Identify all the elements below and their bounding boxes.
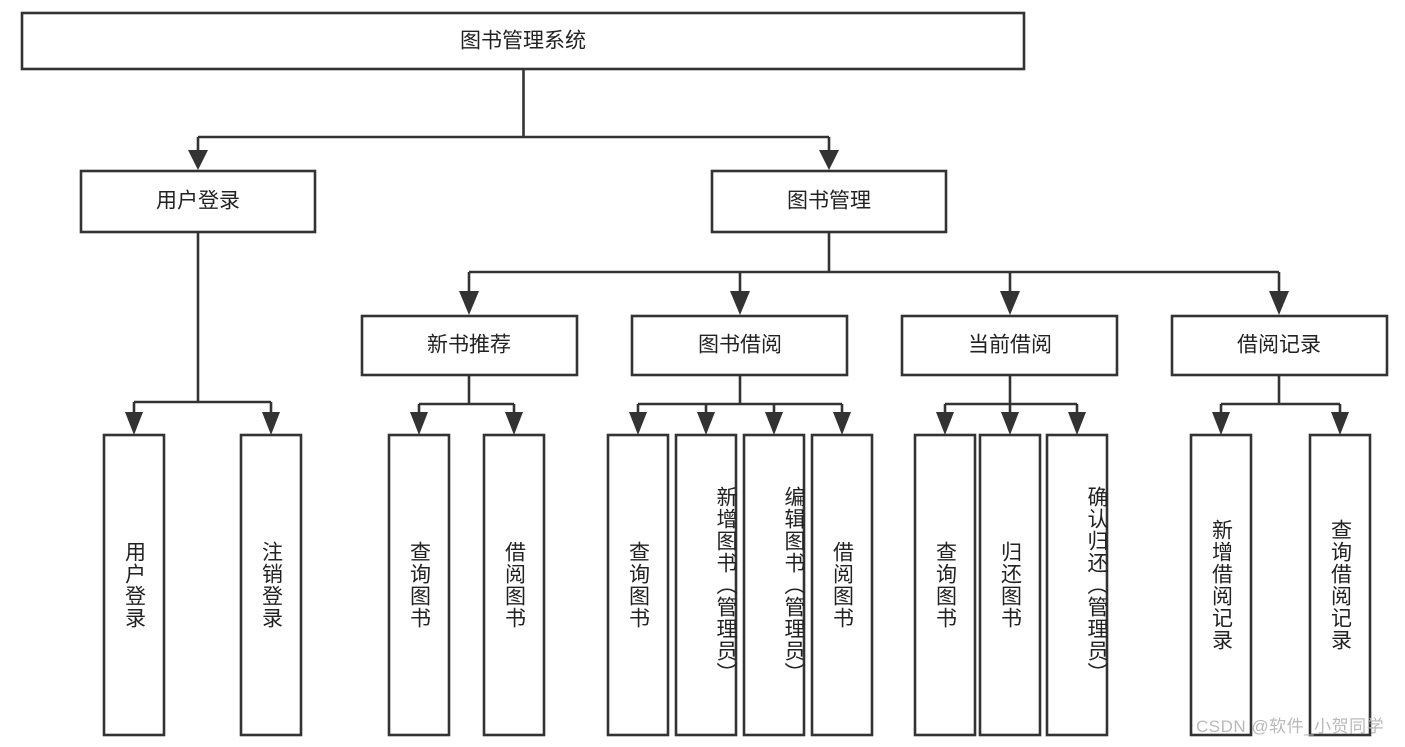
leaf-box-bookborrow-query-book[interactable]	[606, 433, 670, 737]
node-current-borrow[interactable]	[900, 314, 1119, 377]
arrow-head-cb-leaf-1	[936, 412, 954, 435]
arrow-head-leaf-logout	[262, 412, 280, 435]
arrow-head-nb-leaf-1	[410, 412, 428, 435]
arrow-head-book-borrow	[730, 291, 750, 315]
connector-layer	[125, 70, 1349, 435]
leaf-box-currentborrow-return-book[interactable]	[978, 433, 1042, 737]
arrow-head-br-leaf-2	[1331, 412, 1349, 435]
leaf-box-bookborrow-borrow-book[interactable]	[810, 433, 874, 737]
arrow-head-bb-leaf-4	[833, 412, 851, 435]
leaf-box-user-login-logout[interactable]	[239, 433, 303, 737]
node-layer: 图书管理系统 用户登录 图书管理 新书推荐 图书借阅 当前借阅 借阅记录	[20, 11, 1389, 737]
node-new-book-recommend-label: 新书推荐	[427, 334, 511, 357]
node-book-management[interactable]	[710, 169, 948, 234]
node-root-label: 图书管理系统	[460, 30, 586, 53]
arrow-head-bb-leaf-2	[697, 412, 715, 435]
node-borrow-record-label: 借阅记录	[1237, 334, 1321, 357]
arrow-head-current-borrow	[1000, 291, 1020, 315]
arrow-head-book-manage	[819, 150, 839, 170]
arrow-head-bb-leaf-1	[629, 412, 647, 435]
arrow-head-br-leaf-1	[1212, 412, 1230, 435]
arrow-head-nb-leaf-2	[505, 412, 523, 435]
arrow-head-cb-leaf-3	[1068, 412, 1086, 435]
arrow-head-new-book	[459, 291, 479, 315]
node-borrow-record[interactable]	[1170, 314, 1389, 377]
leaf-box-newbook-query-book[interactable]	[387, 433, 451, 737]
arrow-head-leaf-user-login	[125, 412, 143, 435]
arrow-head-user-login	[188, 150, 208, 170]
leaf-box-user-login-login[interactable]	[102, 433, 166, 737]
leaf-box-currentborrow-confirm-return[interactable]	[1045, 433, 1109, 737]
node-book-management-label: 图书管理	[787, 190, 871, 213]
leaf-box-bookborrow-add-book[interactable]	[674, 433, 738, 737]
leaf-box-newbook-borrow-book[interactable]	[482, 433, 546, 737]
node-user-login-label: 用户登录	[156, 190, 240, 213]
leaf-box-borrowrecord-add-record[interactable]	[1189, 433, 1253, 737]
leaf-box-currentborrow-query-book[interactable]	[913, 433, 977, 737]
node-book-borrow[interactable]	[630, 314, 849, 377]
csdn-watermark: CSDN @软件_小贺同学	[1196, 717, 1385, 736]
node-root-book-management-system[interactable]	[20, 11, 1026, 71]
node-book-borrow-label: 图书借阅	[698, 334, 782, 357]
node-current-borrow-label: 当前借阅	[968, 334, 1052, 357]
node-new-book-recommend[interactable]	[360, 314, 579, 377]
leaf-box-bookborrow-edit-book[interactable]	[742, 433, 806, 737]
arrow-head-bb-leaf-3	[765, 412, 783, 435]
arrow-head-cb-leaf-2	[1001, 412, 1019, 435]
leaf-box-borrowrecord-query-record[interactable]	[1308, 433, 1372, 737]
node-user-login[interactable]	[79, 169, 317, 234]
arrow-head-borrow-record	[1269, 291, 1289, 315]
